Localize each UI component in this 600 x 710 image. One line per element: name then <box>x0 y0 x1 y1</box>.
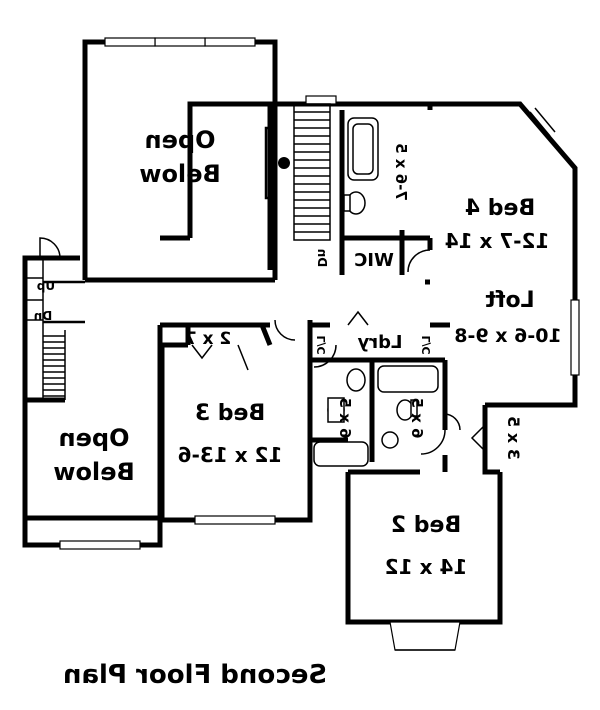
room-labels: Open Below Open Below Bed 4 12-7 x 14 Lo… <box>34 126 562 690</box>
bed4-angled-wall <box>428 101 578 282</box>
bath-a-label: 7-6 x 5 <box>392 143 410 201</box>
main-stair <box>293 103 331 241</box>
ldry-label: Ldry <box>357 332 402 353</box>
window-loft <box>570 299 580 376</box>
bed4-dims: 12-7 x 14 <box>445 229 550 253</box>
loft-name: Loft <box>485 288 535 313</box>
lc-label-1: L/C <box>315 335 328 354</box>
mirrored-plan-group <box>22 37 580 651</box>
bath-c-label: 6 x 5 <box>408 398 426 439</box>
lc-label-2: L/C <box>420 335 433 354</box>
bed4-name: Bed 4 <box>465 196 535 221</box>
wic-label: WIC <box>354 250 394 271</box>
left-stair <box>25 258 85 400</box>
open-below-top-line1: Open <box>145 126 216 154</box>
loft-dims: 10-6 x 9-8 <box>454 325 561 347</box>
bed4-stair-walls <box>187 101 270 238</box>
closet-2x7-label: 2 x 7 <box>185 329 231 349</box>
window-bed4-angled-2 <box>529 111 551 137</box>
closet-3x5-door-swing <box>443 413 461 431</box>
stair-rail <box>264 126 274 200</box>
toilet-b <box>346 368 366 392</box>
bed2-dims: 14 x 12 <box>385 555 468 579</box>
bathtub-b <box>377 365 439 393</box>
closet-2x7-door-panel <box>237 344 249 371</box>
vanity-b <box>327 397 345 423</box>
closet-2x7-door <box>191 344 213 360</box>
bed3-dims: 12 x 13-6 <box>178 443 283 467</box>
window-open-below-left <box>59 540 141 550</box>
bed2-door-swing <box>420 429 446 455</box>
window-stair <box>305 95 337 105</box>
open-below-top-line2: Below <box>139 160 220 188</box>
bed2-name: Bed 2 <box>391 513 461 538</box>
bathtub-c <box>313 441 369 467</box>
window-top-3 <box>104 37 156 47</box>
open-below-left-line2: Below <box>53 458 134 486</box>
dn-left-label: Dn <box>34 309 53 323</box>
up-label: Up <box>36 279 55 293</box>
window-top-1 <box>204 37 256 47</box>
closet-2x7-end <box>259 324 273 346</box>
window-bed4-angled <box>534 107 556 133</box>
bed3-door-swing <box>274 319 296 341</box>
bed3-walls <box>159 345 313 523</box>
toilet-a-tank <box>343 194 351 212</box>
bathtub-a-inner <box>352 123 374 175</box>
plan-title: Second Floor Plan <box>63 660 327 690</box>
bed4-door-swing <box>407 249 431 273</box>
closet-3x5-label: 3 x 5 <box>504 416 523 460</box>
bed3-name: Bed 3 <box>195 401 265 426</box>
stair-newel-post <box>278 157 290 169</box>
bed4-exterior-walls <box>275 101 433 110</box>
closet-3x5-door <box>470 424 486 452</box>
dn-stair-label: Dn <box>315 249 329 268</box>
left-stair-door-swing <box>39 237 61 259</box>
window-bed3 <box>194 515 276 525</box>
window-top-2 <box>154 37 206 47</box>
bath-b-label: 6 x 5 <box>336 398 354 439</box>
stair-wall <box>22 258 65 403</box>
bay-window-bed2 <box>389 621 461 651</box>
sink-c <box>381 431 399 449</box>
open-below-left-line1: Open <box>59 424 130 452</box>
toilet-c-tank <box>410 399 418 417</box>
bed2-walls <box>345 472 503 625</box>
bath-door-swing <box>313 344 337 368</box>
ldry-door <box>347 310 369 326</box>
